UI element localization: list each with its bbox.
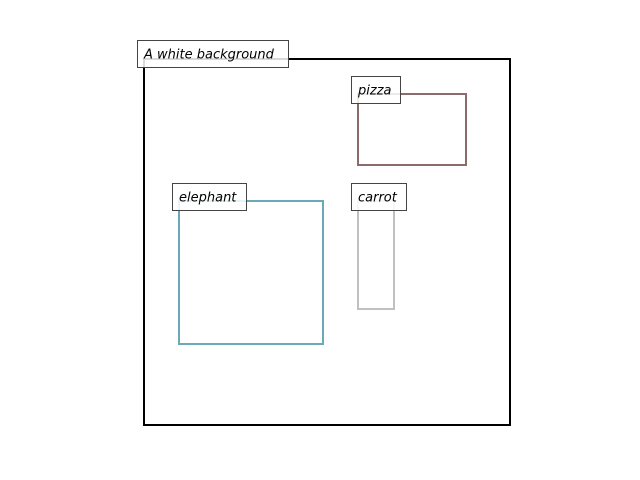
caption-label: A white background	[137, 40, 289, 68]
carrot-box	[357, 200, 395, 310]
caption-text: A white background	[143, 48, 275, 63]
carrot-label-text: carrot	[358, 191, 398, 206]
elephant-label-text: elephant	[179, 191, 237, 206]
pizza-label-text: pizza	[357, 84, 392, 99]
caption-label-box	[137, 40, 289, 68]
pizza-label-box	[351, 76, 401, 104]
carrot-label: carrot	[351, 183, 407, 211]
carrot-label-box	[351, 183, 407, 211]
scene-frame	[143, 58, 511, 426]
elephant-label: elephant	[172, 183, 247, 211]
pizza-box	[357, 93, 467, 166]
elephant-box	[178, 200, 324, 345]
pizza-label: pizza	[351, 76, 401, 104]
elephant-label-box	[172, 183, 247, 211]
